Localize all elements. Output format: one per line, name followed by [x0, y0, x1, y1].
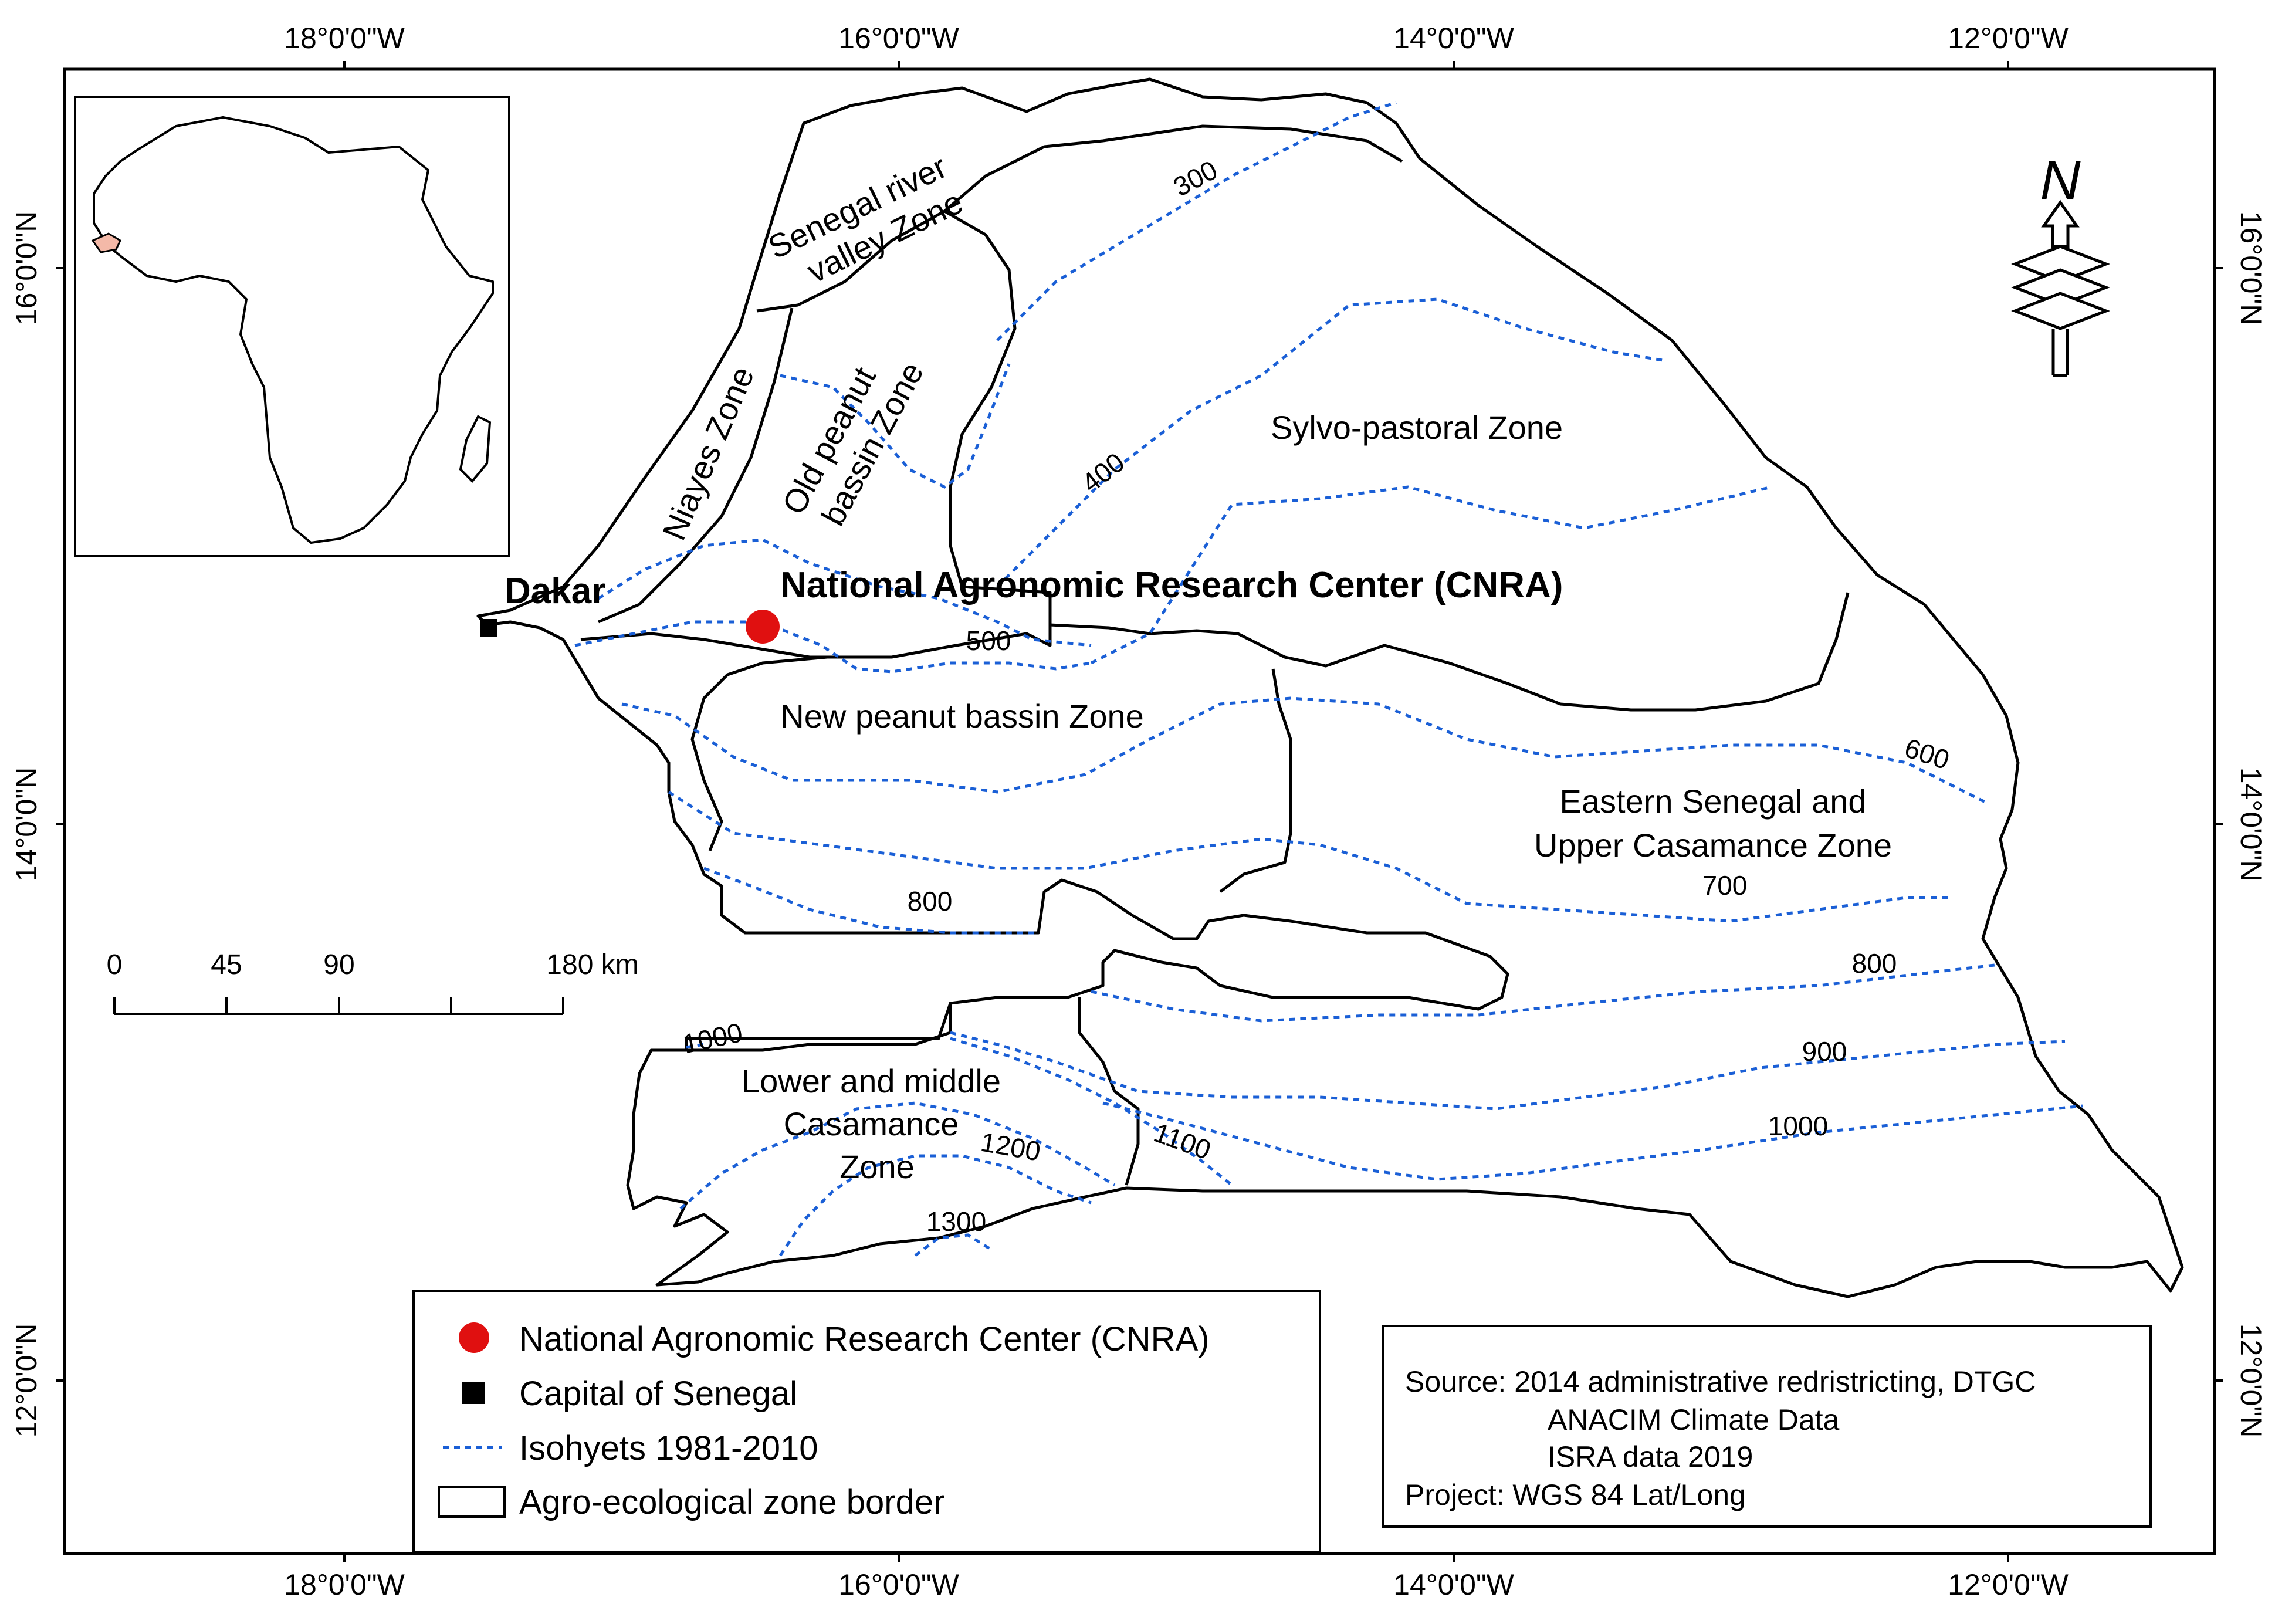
senegal-inset-highlight: [91, 232, 121, 253]
zone-label-sylvo-pastoral: Sylvo-pastoral Zone: [1271, 409, 1563, 446]
lat-tick-label: 12°0'0"N: [2235, 1324, 2267, 1438]
scale-label: 180 km: [546, 949, 638, 980]
lon-tick-label: 18°0'0"W: [284, 22, 405, 55]
lat-tick-label: 14°0'0"N: [10, 767, 43, 882]
scale-label: 45: [211, 949, 242, 980]
zone-borders: [580, 124, 1850, 1186]
lon-tick-label: 18°0'0"W: [284, 1568, 405, 1601]
capital-marker: [480, 619, 497, 637]
lon-tick-label: 16°0'0"W: [838, 22, 960, 55]
map-frame: [63, 67, 2216, 1555]
legend-label: Capital of Senegal: [519, 1375, 797, 1413]
scale-label: 0: [107, 949, 123, 980]
svg-text:1200: 1200: [979, 1126, 1043, 1167]
svg-text:700: 700: [1702, 870, 1748, 901]
source-box: Source: 2014 administrative redristricti…: [1382, 1325, 2152, 1528]
africa-inset: [74, 96, 510, 557]
zone-label-old-peanut: Old peanut bassin Zone: [775, 356, 931, 532]
source-line: ANACIM Climate Data: [1548, 1403, 1840, 1436]
zone-label-niayes: Niayes Zone: [655, 361, 761, 545]
scale-bar: 0 45 90 180 km: [107, 949, 639, 1015]
lat-ticks-right: 16°0'0"N 14°0'0"N 12°0'0"N: [2215, 211, 2267, 1438]
legend-label: Agro-ecological zone border: [519, 1483, 944, 1521]
svg-text:1000: 1000: [1768, 1111, 1828, 1141]
lon-ticks-bottom: 18°0'0"W 16°0'0"W 14°0'0"W 12°0'0"W: [284, 1554, 2069, 1601]
svg-text:Eastern Senegal and: Eastern Senegal and: [1559, 783, 1866, 820]
source-line: Project: WGS 84 Lat/Long: [1405, 1478, 1746, 1511]
svg-text:Lower and middle: Lower and middle: [742, 1063, 1001, 1099]
madagascar-outline: [459, 415, 492, 483]
lon-tick-label: 14°0'0"W: [1393, 22, 1515, 55]
isohyet-lines: [574, 101, 2083, 1257]
legend-capital-icon: [462, 1382, 485, 1404]
svg-text:600: 600: [1901, 732, 1953, 775]
lon-tick-label: 12°0'0"W: [1948, 1568, 2069, 1601]
svg-text:Upper Casamance Zone: Upper Casamance Zone: [1534, 827, 1892, 864]
zone-label-eastern: Eastern Senegal and Upper Casamance Zone: [1534, 783, 1892, 864]
scale-label: 90: [323, 949, 354, 980]
zone-label-new-peanut: New peanut bassin Zone: [780, 698, 1144, 735]
svg-text:800: 800: [1852, 948, 1897, 979]
lon-tick-label: 12°0'0"W: [1948, 22, 2069, 55]
legend: National Agronomic Research Center (CNRA…: [412, 1290, 1321, 1553]
svg-text:300: 300: [1168, 154, 1222, 202]
lon-tick-label: 16°0'0"W: [838, 1568, 960, 1601]
svg-text:Zone: Zone: [839, 1148, 915, 1185]
legend-research-center-icon: [459, 1322, 489, 1353]
svg-text:Casamance: Casamance: [784, 1105, 959, 1142]
zone-label-senegal-river: Senegal river valley Zone: [762, 148, 969, 290]
lat-ticks-left: 16°0'0"N 14°0'0"N 12°0'0"N: [10, 211, 65, 1438]
source-line: ISRA data 2019: [1548, 1440, 1753, 1473]
lat-tick-label: 16°0'0"N: [10, 211, 43, 326]
source-line: Source: 2014 administrative redristricti…: [1405, 1365, 2036, 1398]
zone-label-casamance: Lower and middle Casamance Zone: [742, 1063, 1001, 1185]
svg-text:500: 500: [966, 625, 1011, 656]
senegal-outline: [476, 77, 2184, 1298]
isohyet-labels: 300 400 500 600 700 800 800 900 1000 100…: [680, 154, 1953, 1237]
north-arrow-icon: N: [2011, 149, 2110, 377]
research-center-label: National Agronomic Research Center (CNRA…: [780, 565, 1563, 605]
africa-outline: [93, 116, 494, 544]
lon-ticks-top: 18°0'0"W 16°0'0"W 14°0'0"W 12°0'0"W: [284, 22, 2069, 69]
lon-tick-label: 14°0'0"W: [1393, 1568, 1515, 1601]
capital-label: Dakar: [505, 571, 605, 611]
svg-text:800: 800: [908, 886, 953, 916]
lat-tick-label: 16°0'0"N: [2235, 211, 2267, 326]
svg-text:1300: 1300: [926, 1206, 986, 1237]
research-center-marker: [746, 610, 780, 644]
svg-text:900: 900: [1802, 1036, 1847, 1067]
svg-text:400: 400: [1076, 446, 1130, 498]
lat-tick-label: 14°0'0"N: [2235, 767, 2267, 882]
legend-border-icon: [438, 1486, 506, 1518]
lat-tick-label: 12°0'0"N: [10, 1324, 43, 1438]
legend-label: National Agronomic Research Center (CNRA…: [519, 1320, 1210, 1358]
svg-text:1000: 1000: [680, 1017, 745, 1059]
legend-label: Isohyets 1981-2010: [519, 1429, 818, 1467]
